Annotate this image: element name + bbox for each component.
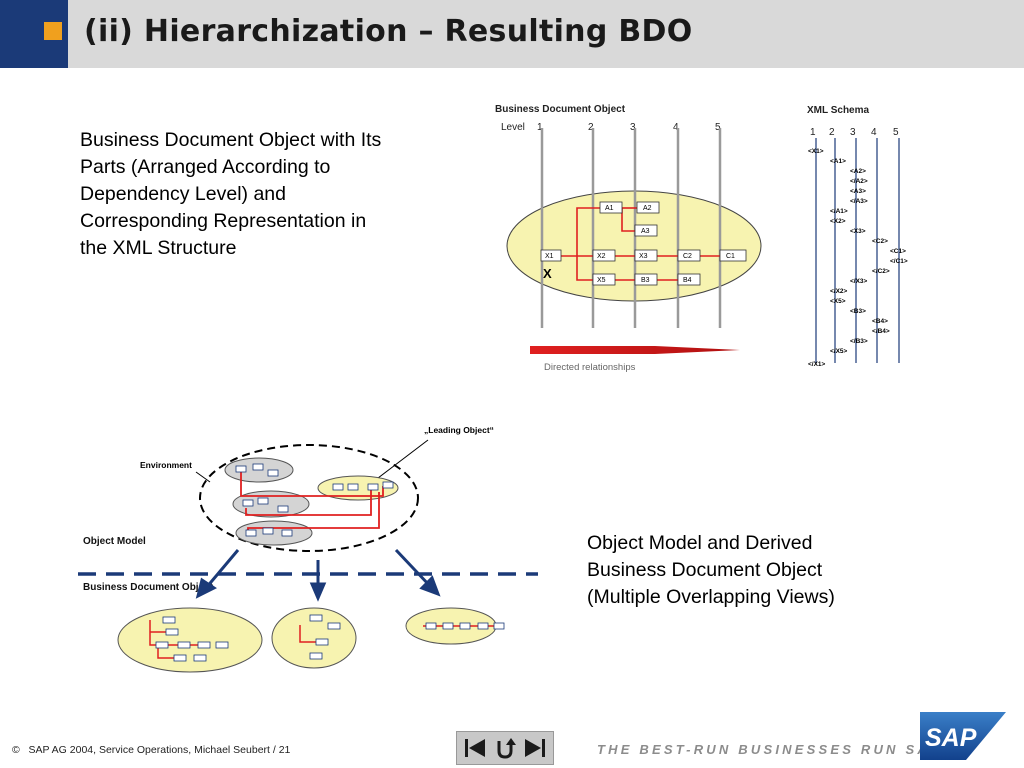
description-line: Object Model and Derived: [587, 532, 813, 554]
xml-tag: <C2>: [872, 238, 888, 245]
next-slide-button[interactable]: [521, 735, 549, 761]
level-label: Level: [501, 122, 525, 133]
xml-tag: <X2>: [830, 218, 846, 225]
previous-slide-button[interactable]: [461, 735, 489, 761]
xml-level: 2: [829, 127, 835, 138]
description-line: Corresponding Representation in: [80, 210, 367, 232]
xml-tag: <C1>: [890, 248, 906, 255]
sap-logo: SAP: [920, 712, 1006, 760]
xml-tag: <B4>: [872, 318, 888, 325]
object-nodes: [235, 463, 394, 537]
svg-text:SAP: SAP: [925, 724, 977, 752]
arrow-right-icon: [525, 739, 545, 757]
xml-level: 3: [850, 127, 856, 138]
leading-object-label: „Leading Object“: [424, 425, 494, 435]
slide-title: (ii) Hierarchization – Resulting BDO: [84, 14, 693, 49]
footer-tagline: THE BEST-RUN BUSINESSES RUN SAP: [597, 742, 942, 757]
description-line: Business Document Object: [587, 559, 823, 581]
node-label: X1: [545, 253, 554, 260]
node-label: B4: [683, 277, 692, 284]
node-label: X3: [639, 253, 648, 260]
xml-tag: </B4>: [872, 328, 890, 335]
node-label: X5: [597, 277, 606, 284]
bdo-diagram: Business Document Object Level 1 2 3 4 5…: [495, 104, 762, 373]
slide-header: [0, 0, 1024, 68]
description-line: Parts (Arranged According to: [80, 156, 331, 178]
environment-label: Environment: [140, 460, 192, 470]
xml-tag: </X1>: [808, 361, 826, 368]
xml-tag: </C1>: [890, 258, 908, 265]
xml-tag: <A1>: [830, 158, 846, 165]
description-line: Business Document Object with Its: [80, 129, 382, 151]
node-label: A1: [605, 205, 614, 212]
xml-level: 1: [810, 127, 816, 138]
xml-tag: <A3>: [850, 188, 866, 195]
object-model-label: Object Model: [83, 536, 146, 547]
xml-tag: <X1>: [808, 148, 824, 155]
xml-tag: </X5>: [830, 348, 848, 355]
relationship-lines: [560, 207, 720, 281]
footer-text: SAP AG 2004, Service Operations, Michael…: [28, 744, 291, 756]
xml-tag: </A2>: [850, 178, 868, 185]
xml-tags: <X1> <A1> <A2> </A2> <A3> </A3> </A1> <X…: [808, 148, 908, 368]
description-top: Business Document Object with Its Parts …: [80, 127, 381, 262]
footer-copyright: © SAP AG 2004, Service Operations, Micha…: [12, 744, 290, 756]
derived-bdo-view: [117, 607, 263, 673]
bdo-heading: Business Document Object: [495, 104, 626, 115]
xml-tag: <X5>: [830, 298, 846, 305]
xml-level: 5: [893, 127, 899, 138]
xml-schema-diagram: XML Schema 1 2 3 4 5 <X1> <A1> <A2> </A2…: [807, 105, 908, 368]
node-label: X2: [597, 253, 606, 260]
environment-boundary: [199, 444, 419, 552]
node-label: B3: [641, 277, 650, 284]
leading-object-pointer: [377, 439, 429, 479]
view-nodes: [155, 614, 505, 662]
description-bottom: Object Model and Derived Business Docume…: [587, 530, 835, 611]
node-label: C2: [683, 253, 692, 260]
xml-level-lines: [815, 138, 900, 363]
slide-navigation: [456, 731, 554, 765]
xml-tag: <A2>: [850, 168, 866, 175]
directed-relationships-arrow: [530, 346, 740, 354]
description-line: Dependency Level) and: [80, 183, 286, 205]
level-number: 2: [588, 122, 594, 133]
bdo-nodes: [540, 201, 747, 286]
description-line: (Multiple Overlapping Views): [587, 586, 835, 608]
description-line: the XML Structure: [80, 237, 237, 259]
level-number: 4: [673, 122, 679, 133]
xml-tag: </X2>: [830, 288, 848, 295]
bdo-label: Business Document Object: [83, 582, 214, 593]
xml-level: 4: [871, 127, 877, 138]
arrow-left-icon: [465, 739, 485, 757]
derivation-arrows: [195, 548, 441, 602]
environment-pointer: [195, 471, 211, 483]
bullet-square-icon: [44, 22, 62, 40]
node-label: A3: [641, 228, 650, 235]
arrow-caption: Directed relationships: [544, 362, 636, 373]
environment-object: [232, 490, 310, 518]
level-number: 1: [537, 122, 543, 133]
level-number: 5: [715, 122, 721, 133]
return-arrow-icon: [497, 738, 516, 759]
copyright-symbol: ©: [12, 744, 20, 756]
node-label: A2: [643, 205, 652, 212]
return-button[interactable]: [491, 735, 519, 761]
node-label: C1: [726, 253, 735, 260]
xml-tag: </C2>: [872, 268, 890, 275]
xml-tag: </B3>: [850, 338, 868, 345]
environment-object: [235, 520, 313, 546]
xml-schema-heading: XML Schema: [807, 105, 869, 116]
xml-tag: <B3>: [850, 308, 866, 315]
level-number: 3: [630, 122, 636, 133]
xml-tag: <X3>: [850, 228, 866, 235]
xml-tag: </X3>: [850, 278, 868, 285]
xml-tag: </A1>: [830, 208, 848, 215]
root-marker: X: [543, 266, 552, 281]
object-model-diagram: „Leading Object“ Environment Object Mode…: [78, 425, 538, 673]
xml-tag: </A3>: [850, 198, 868, 205]
